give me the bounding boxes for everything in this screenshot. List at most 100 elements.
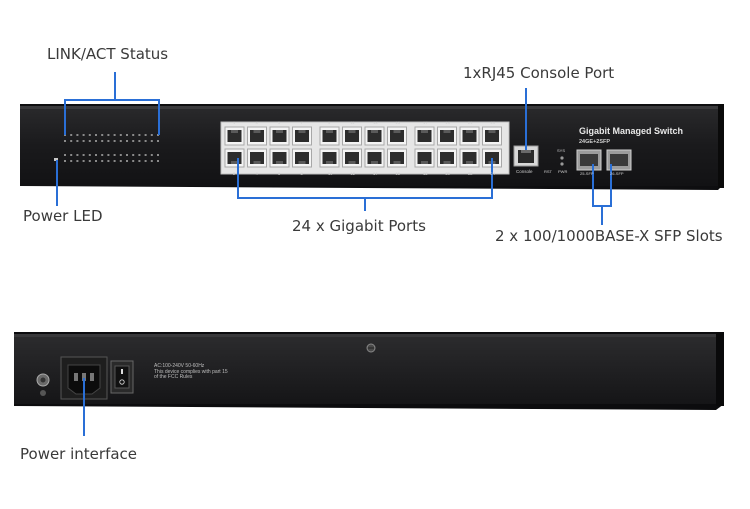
led-dot <box>138 134 141 136</box>
gigabit-ports-label: 24 x Gigabit Ports <box>292 217 426 235</box>
led-dot <box>138 154 141 156</box>
port-number: 19 <box>445 120 450 125</box>
led-dot <box>138 140 141 142</box>
rj45-port-latch <box>466 130 473 133</box>
led-dot <box>113 154 116 156</box>
led-dot <box>64 140 66 142</box>
rj45-port-latch <box>348 130 356 133</box>
led-dot <box>138 160 141 162</box>
led-dot <box>150 154 153 156</box>
port-number: 1 <box>233 120 236 125</box>
fcc-line-2: of the FCC Rules <box>154 374 193 381</box>
rst-label: RST <box>544 169 552 174</box>
rj45-port-latch <box>371 130 378 133</box>
rj45-port-latch <box>326 130 333 133</box>
rj45-port-latch <box>231 161 238 164</box>
led-dot <box>157 160 159 162</box>
led-dot <box>113 134 116 136</box>
led-dot <box>144 140 147 142</box>
led-dot <box>150 140 153 142</box>
rj45-port-latch <box>443 130 451 133</box>
port-number: 11 <box>350 120 355 125</box>
led-dot <box>107 160 110 162</box>
port-number: 13 <box>373 120 378 125</box>
port-number: 9 <box>328 120 331 125</box>
led-dot <box>126 140 128 142</box>
console-label: Console <box>516 169 533 174</box>
led-dot <box>82 140 85 142</box>
led-dot <box>113 160 116 162</box>
led-dot <box>119 134 122 136</box>
port-number: 24 <box>490 171 495 176</box>
led-dot <box>150 134 153 136</box>
port-number: 21 <box>468 120 473 125</box>
port-number: 15 <box>395 120 400 125</box>
switch-model: 24GE+2SFP <box>579 139 611 145</box>
port-number: 5 <box>278 120 281 125</box>
link-act-led-array <box>64 134 159 162</box>
port-number: 16 <box>395 171 400 176</box>
rj45-port-latch <box>253 161 261 164</box>
port-number: 14 <box>373 171 378 176</box>
led-dot <box>82 160 85 162</box>
sfp-slots-label: 2 x 100/1000BASE-X SFP Slots <box>495 227 723 245</box>
led-dot <box>107 154 110 156</box>
rear-rating-label: AC:100-240V 50-60Hz This device complies… <box>154 363 228 381</box>
rj45-port-latch <box>466 161 473 164</box>
port-number: 12 <box>350 171 355 176</box>
led-dot <box>64 154 66 156</box>
led-dot <box>126 160 128 162</box>
port-number: 18 <box>423 171 428 176</box>
led-dot <box>88 154 91 156</box>
rj45-port-latch <box>298 161 306 164</box>
rj45-port-latch <box>276 130 283 133</box>
led-dot <box>157 154 159 156</box>
power-switch <box>110 360 134 394</box>
led-dot <box>126 134 128 136</box>
power-interface-label: Power interface <box>20 445 138 463</box>
led-dot <box>101 154 104 156</box>
console-port <box>513 145 539 167</box>
led-dot <box>88 160 91 162</box>
sfp2-label: 26-SFP <box>610 171 624 176</box>
rj45-port-latch <box>348 161 356 164</box>
led-dot <box>76 134 79 136</box>
rj45-port-latch <box>298 130 306 133</box>
callout-lines <box>56 72 612 436</box>
led-dot <box>132 140 135 142</box>
port-number: 17 <box>423 120 428 125</box>
port-number: 3 <box>255 120 258 125</box>
power-led <box>54 158 58 161</box>
port-number: 8 <box>300 171 303 176</box>
led-dot <box>101 134 104 136</box>
rj45-port-latch <box>231 130 238 133</box>
led-dot <box>95 134 97 136</box>
port-number: 20 <box>445 171 450 176</box>
led-dot <box>144 134 147 136</box>
power-rating: AC:100-240V 50-60Hz <box>154 363 205 369</box>
rj45-port-latch <box>393 130 401 133</box>
console-port-label: 1xRJ45 Console Port <box>463 64 615 82</box>
led-dot <box>132 160 135 162</box>
system-indicators <box>560 156 564 166</box>
port-number: 22 <box>468 171 473 176</box>
port-number: 23 <box>490 120 495 125</box>
led-dot <box>76 154 79 156</box>
rj45-port-latch <box>393 161 401 164</box>
rear-screw <box>366 343 376 353</box>
led-dot <box>95 154 97 156</box>
sys-label: SYS <box>557 148 566 153</box>
sfp1-label: 25-SFP <box>580 171 594 176</box>
led-dot <box>101 140 104 142</box>
led-dot <box>70 160 73 162</box>
rj45-port-latch <box>276 161 283 164</box>
rj45-port-latch <box>253 130 261 133</box>
led-dot <box>82 154 85 156</box>
port-number: 2 <box>233 171 236 176</box>
led-dot <box>107 134 110 136</box>
switch-title: Gigabit Managed Switch <box>579 126 684 136</box>
led-dot <box>101 160 104 162</box>
link-act-status-label: LINK/ACT Status <box>47 45 169 63</box>
led-dot <box>144 160 147 162</box>
